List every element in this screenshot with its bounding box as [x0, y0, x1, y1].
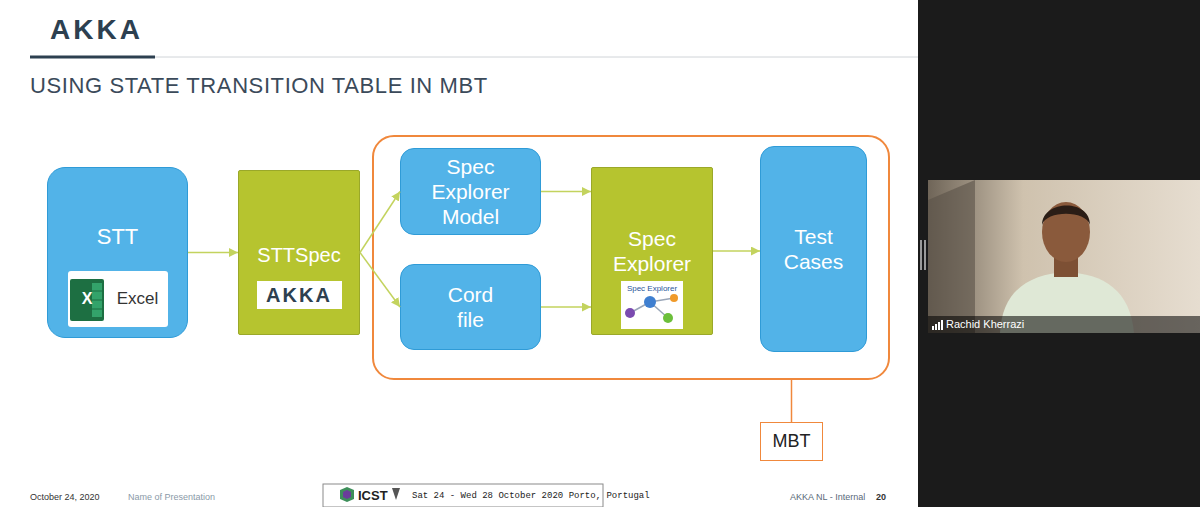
conference-logo	[340, 487, 354, 502]
logo-underline	[30, 56, 155, 59]
conference-name: ICST	[358, 488, 388, 503]
box-label: Spec Explorer Model	[416, 154, 526, 230]
tool-box: Spec ExplorerSpec Explorer	[591, 167, 713, 335]
excel-icon-letter: X	[79, 290, 95, 308]
box-label: STT	[58, 224, 178, 250]
conference-logo	[392, 488, 400, 500]
footer-classification: AKKA NL - Internal	[790, 492, 865, 502]
akka-logo: AKKA	[257, 281, 342, 309]
flow-arrow	[188, 252, 238, 254]
panel-handle	[924, 240, 926, 270]
process-box: Spec Explorer Model	[400, 148, 541, 235]
spec-explorer-logo-label: Spec Explorer	[621, 281, 683, 329]
webcam-head	[1042, 202, 1090, 262]
footer-date: October 24, 2020	[30, 492, 100, 502]
webcam-wall	[928, 180, 1200, 333]
company-logo: AKKA	[50, 14, 143, 46]
callout-label: MBT	[762, 431, 822, 453]
participant-name: Rachid Kherrazi	[946, 318, 1024, 330]
panel-handle	[920, 240, 922, 270]
callout-box: MBT	[760, 422, 823, 461]
input-box: STTExcel	[47, 167, 188, 338]
signal-bar	[932, 326, 934, 330]
process-box: Cord file	[400, 264, 541, 350]
header-rule	[30, 57, 918, 58]
signal-bar	[941, 320, 943, 330]
footer-title: Name of Presentation	[128, 492, 215, 502]
box-label: STTSpec	[240, 243, 358, 267]
conference-logo	[343, 490, 351, 499]
box-label: Cord file	[436, 282, 506, 332]
tool-box: STTSpecAKKA	[238, 170, 360, 335]
signal-bar	[935, 324, 937, 330]
name-bar	[928, 316, 1200, 333]
webcam-image	[928, 180, 1200, 333]
box-label: Test Cases	[774, 224, 854, 274]
slide-title: USING STATE TRANSITION TABLE IN MBT	[30, 73, 488, 99]
webcam-hair	[1042, 205, 1090, 225]
conference-dates: Sat 24 - Wed 28 October 2020 Porto, Port…	[412, 491, 650, 501]
video-panel	[918, 0, 1200, 507]
output-box: Test Cases	[760, 146, 867, 352]
page-number: 20	[876, 492, 886, 502]
signal-bar	[938, 322, 940, 330]
connector-line	[791, 380, 793, 422]
group-frame: Spec Explorer ModelCord file Spec Explore…	[372, 135, 890, 380]
box-label: Spec Explorer	[602, 226, 702, 276]
webcam-stairs	[928, 180, 975, 333]
